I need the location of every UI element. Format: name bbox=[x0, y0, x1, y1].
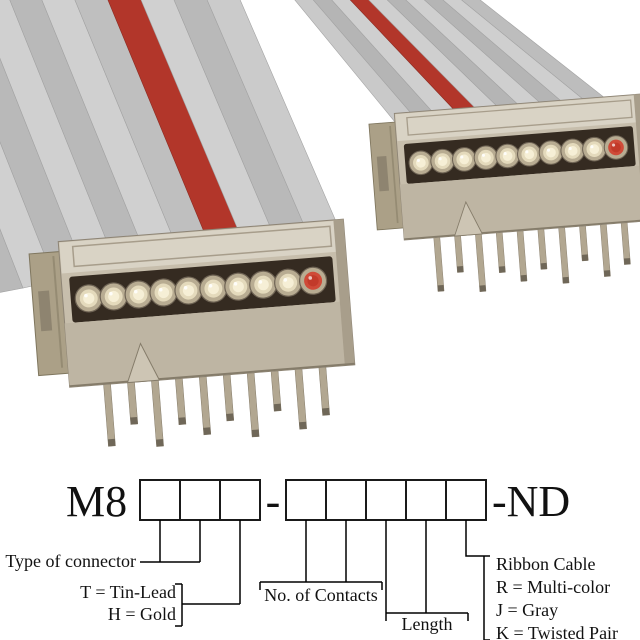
label-plating-gold: H = Gold bbox=[108, 604, 176, 624]
label-ribbon-gray: J = Gray bbox=[496, 600, 558, 620]
callout-lines bbox=[140, 520, 490, 640]
digit-box bbox=[219, 479, 261, 521]
label-ribbon-multicolor: R = Multi-color bbox=[496, 577, 610, 597]
product-photo bbox=[0, 0, 640, 475]
label-type-of-connector: Type of connector bbox=[5, 551, 136, 571]
digit-box bbox=[365, 479, 407, 521]
callout-line-ribbon-cable bbox=[465, 520, 490, 640]
part-number-diagram: M8 - -ND Type of bbox=[5, 477, 618, 640]
part-number-suffix: -ND bbox=[492, 477, 570, 526]
digit-box bbox=[139, 479, 181, 521]
label-length: Length bbox=[402, 614, 453, 634]
digit-box bbox=[179, 479, 221, 521]
callout-line-contacts bbox=[259, 520, 383, 590]
callout-line-length bbox=[385, 520, 469, 621]
part-number-boxes-group2 bbox=[285, 479, 487, 521]
part-number-prefix: M8 bbox=[66, 477, 127, 526]
ribbon-cable-front bbox=[0, 0, 339, 293]
digit-box bbox=[325, 479, 367, 521]
digit-box bbox=[445, 479, 487, 521]
connector-back bbox=[368, 94, 640, 299]
part-number-dash: - bbox=[266, 477, 281, 526]
part-number-boxes-group1 bbox=[139, 479, 261, 521]
callout-line-type-of-connector bbox=[140, 520, 201, 563]
label-ribbon-twisted-pair: K = Twisted Pair bbox=[496, 623, 618, 640]
digit-box bbox=[405, 479, 447, 521]
label-number-of-contacts: No. of Contacts bbox=[264, 585, 377, 605]
connector-front bbox=[28, 219, 360, 455]
digit-box bbox=[285, 479, 327, 521]
label-plating-tin-lead: T = Tin-Lead bbox=[80, 582, 176, 602]
label-ribbon-cable: Ribbon Cable bbox=[496, 554, 596, 574]
callout-line-plating bbox=[175, 520, 241, 627]
